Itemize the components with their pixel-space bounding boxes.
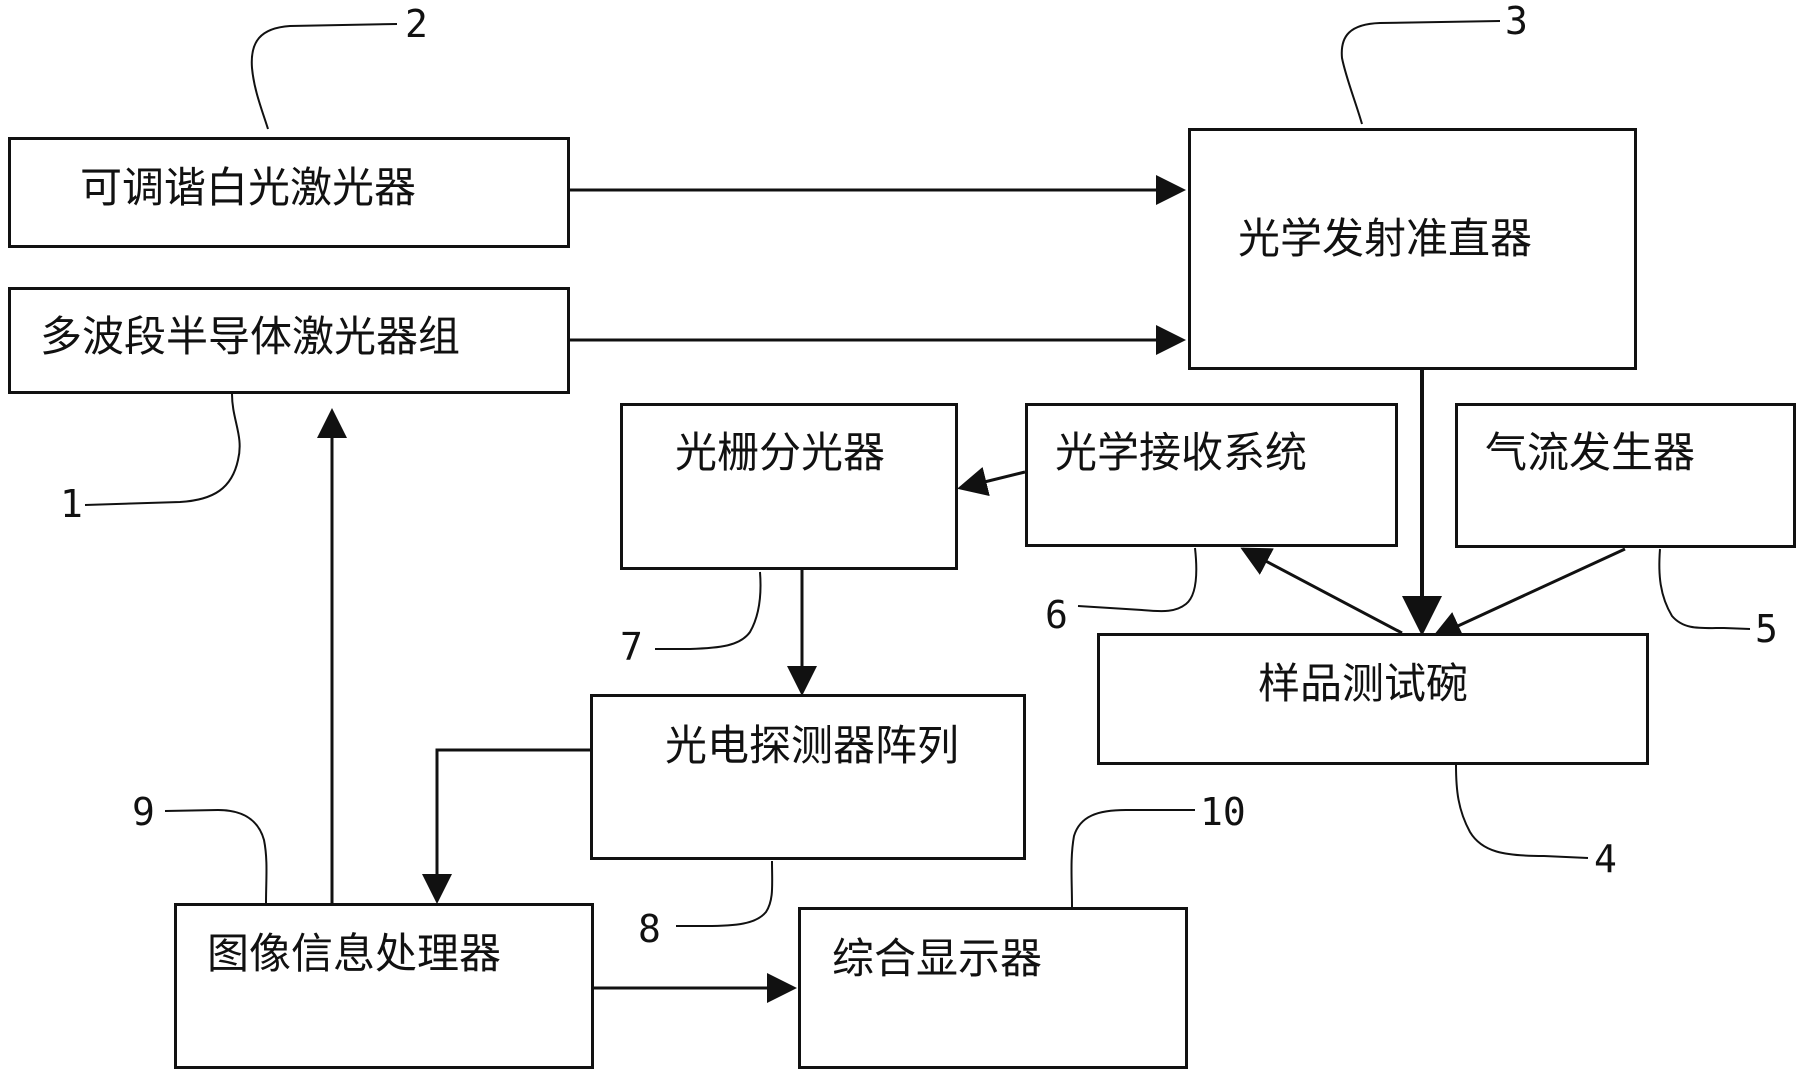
arrow-airflow-to-bowl: [1431, 547, 1626, 640]
image-processor-box: [174, 903, 594, 1069]
sample-bowl-label: 样品测试碗: [1258, 659, 1469, 708]
sample-bowl-box: [1097, 633, 1649, 765]
leader-ref-6: [1077, 547, 1198, 613]
ref-numeral-6: 6: [1045, 593, 1068, 637]
tunable-white-laser-label: 可调谐白光激光器: [80, 163, 417, 212]
semiconductor-laser-group-box: [8, 287, 570, 394]
ref-numeral-10: 10: [1200, 790, 1246, 834]
display-box: [798, 907, 1188, 1069]
tunable-white-laser-box: [8, 137, 570, 248]
leader-ref-9: [164, 808, 268, 904]
leader-ref-4: [1455, 764, 1589, 859]
photodetector-array-label: 光电探测器阵列: [665, 721, 960, 770]
display-label: 综合显示器: [832, 934, 1043, 983]
ref-numeral-2: 2: [405, 2, 428, 46]
ref-numeral-8: 8: [638, 907, 661, 951]
ref-numeral-7: 7: [620, 625, 643, 669]
ref-numeral-9: 9: [132, 790, 155, 834]
leader-ref-10: [1070, 809, 1195, 908]
leader-ref-7: [655, 571, 762, 650]
semiconductor-laser-group-label: 多波段半导体激光器组: [40, 312, 461, 361]
optical-receiver-box: [1025, 403, 1398, 547]
ref-numeral-5: 5: [1755, 607, 1778, 651]
arrow-detector-to-processor: [422, 748, 590, 904]
grating-splitter-box: [620, 403, 958, 570]
airflow-generator-box: [1455, 403, 1796, 548]
airflow-generator-label: 气流发生器: [1485, 428, 1696, 477]
optical-collimator-label: 光学发射准直器: [1238, 214, 1533, 263]
leader-ref-2: [250, 23, 398, 130]
photodetector-array-box: [590, 694, 1026, 860]
leader-ref-3: [1340, 20, 1501, 125]
ref-numeral-4: 4: [1594, 837, 1617, 881]
leader-ref-5: [1658, 548, 1751, 630]
arrow-bowl-to-receiver: [1240, 547, 1403, 635]
optical-collimator-box: [1188, 128, 1637, 370]
arrow-receiver-to-grating: [957, 466, 1026, 497]
grating-splitter-label: 光栅分光器: [675, 428, 886, 477]
leader-ref-1: [84, 393, 241, 506]
leader-ref-8: [676, 860, 774, 927]
ref-numeral-1: 1: [60, 482, 83, 526]
optical-receiver-label: 光学接收系统: [1055, 428, 1308, 477]
image-processor-label: 图像信息处理器: [207, 929, 502, 978]
ref-numeral-3: 3: [1505, 0, 1528, 43]
